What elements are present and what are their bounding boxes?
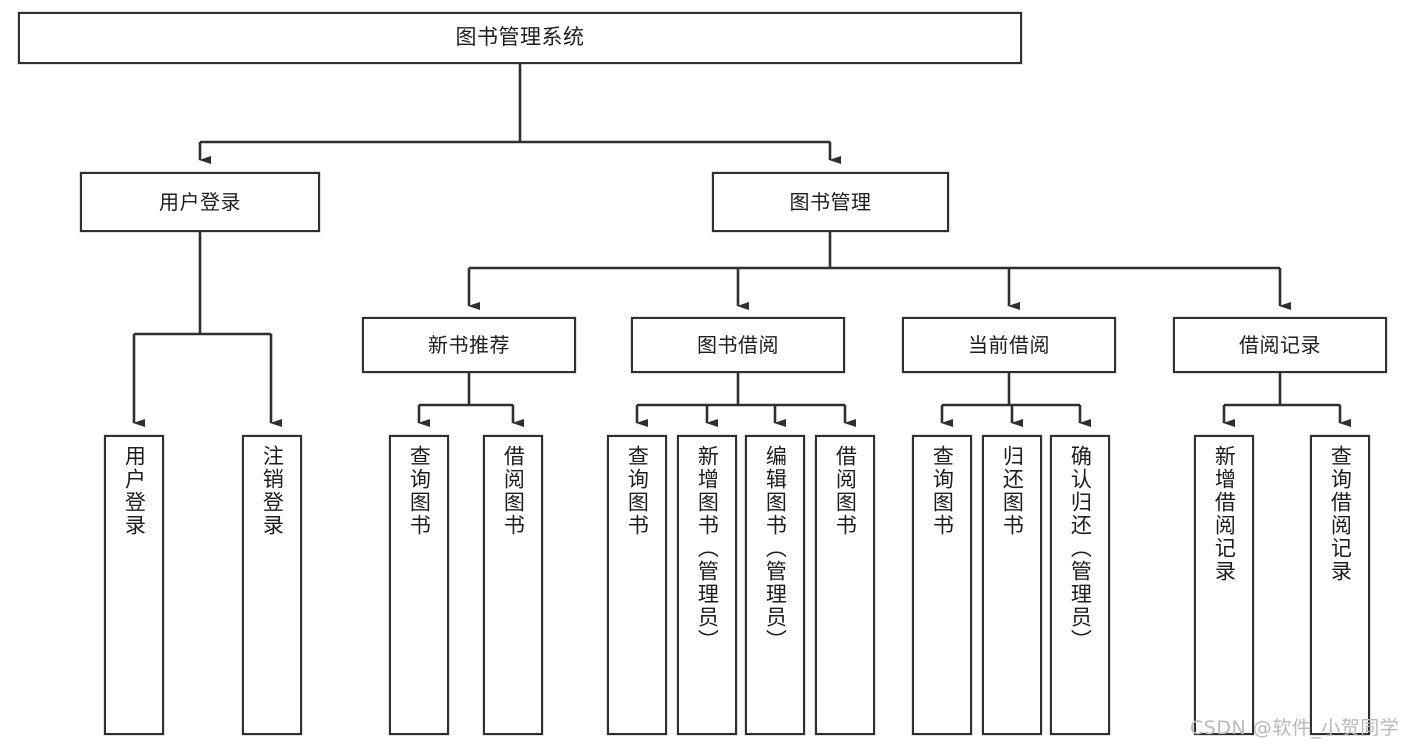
node-leaf-confirm-return-label: 确认归还（管理员）: [1068, 445, 1093, 652]
node-leaf-query-book-1[interactable]: 查询图书: [389, 435, 449, 735]
node-book-manage-label: 图书管理: [789, 190, 872, 214]
node-book-manage[interactable]: 图书管理: [712, 172, 949, 232]
node-leaf-add-record[interactable]: 新增借阅记录: [1194, 435, 1254, 735]
node-leaf-query-record-label: 查询借阅记录: [1328, 445, 1353, 583]
node-leaf-add-book[interactable]: 新增图书（管理员）: [677, 435, 737, 735]
node-user-login-label: 用户登录: [159, 190, 241, 214]
node-new-book-rec-label: 新书推荐: [428, 333, 510, 357]
node-current-borrow[interactable]: 当前借阅: [902, 317, 1116, 373]
node-book-borrow[interactable]: 图书借阅: [631, 317, 845, 373]
node-current-borrow-label: 当前借阅: [968, 333, 1050, 357]
node-leaf-query-record[interactable]: 查询借阅记录: [1310, 435, 1370, 735]
node-book-borrow-label: 图书借阅: [697, 333, 779, 357]
watermark: CSDN @软件_小贺同学: [1190, 717, 1400, 739]
node-leaf-add-record-label: 新增借阅记录: [1212, 445, 1237, 583]
node-leaf-borrow-book-2-label: 借阅图书: [833, 445, 858, 537]
node-leaf-user-login[interactable]: 用户登录: [104, 435, 164, 735]
node-root[interactable]: 图书管理系统: [18, 12, 1022, 64]
node-leaf-return-book[interactable]: 归还图书: [982, 435, 1042, 735]
node-leaf-query-book-1-label: 查询图书: [407, 445, 432, 537]
node-borrow-record-label: 借阅记录: [1239, 333, 1321, 357]
node-leaf-borrow-book-2[interactable]: 借阅图书: [815, 435, 875, 735]
node-new-book-rec[interactable]: 新书推荐: [362, 317, 576, 373]
node-leaf-borrow-book-1-label: 借阅图书: [501, 445, 526, 537]
node-leaf-confirm-return[interactable]: 确认归还（管理员）: [1050, 435, 1110, 735]
node-leaf-query-book-2[interactable]: 查询图书: [607, 435, 667, 735]
node-user-login[interactable]: 用户登录: [80, 172, 320, 232]
node-leaf-query-book-2-label: 查询图书: [625, 445, 650, 537]
node-leaf-user-login-label: 用户登录: [122, 445, 147, 537]
node-leaf-edit-book[interactable]: 编辑图书（管理员）: [745, 435, 805, 735]
node-root-label: 图书管理系统: [455, 25, 585, 50]
node-leaf-query-book-3[interactable]: 查询图书: [912, 435, 972, 735]
node-leaf-borrow-book-1[interactable]: 借阅图书: [483, 435, 543, 735]
node-leaf-add-book-label: 新增图书（管理员）: [695, 445, 720, 652]
node-borrow-record[interactable]: 借阅记录: [1173, 317, 1387, 373]
node-leaf-edit-book-label: 编辑图书（管理员）: [763, 445, 788, 652]
node-leaf-logout-label: 注销登录: [260, 445, 285, 537]
node-leaf-logout[interactable]: 注销登录: [242, 435, 302, 735]
node-leaf-query-book-3-label: 查询图书: [930, 445, 955, 537]
node-leaf-return-book-label: 归还图书: [1000, 445, 1025, 537]
